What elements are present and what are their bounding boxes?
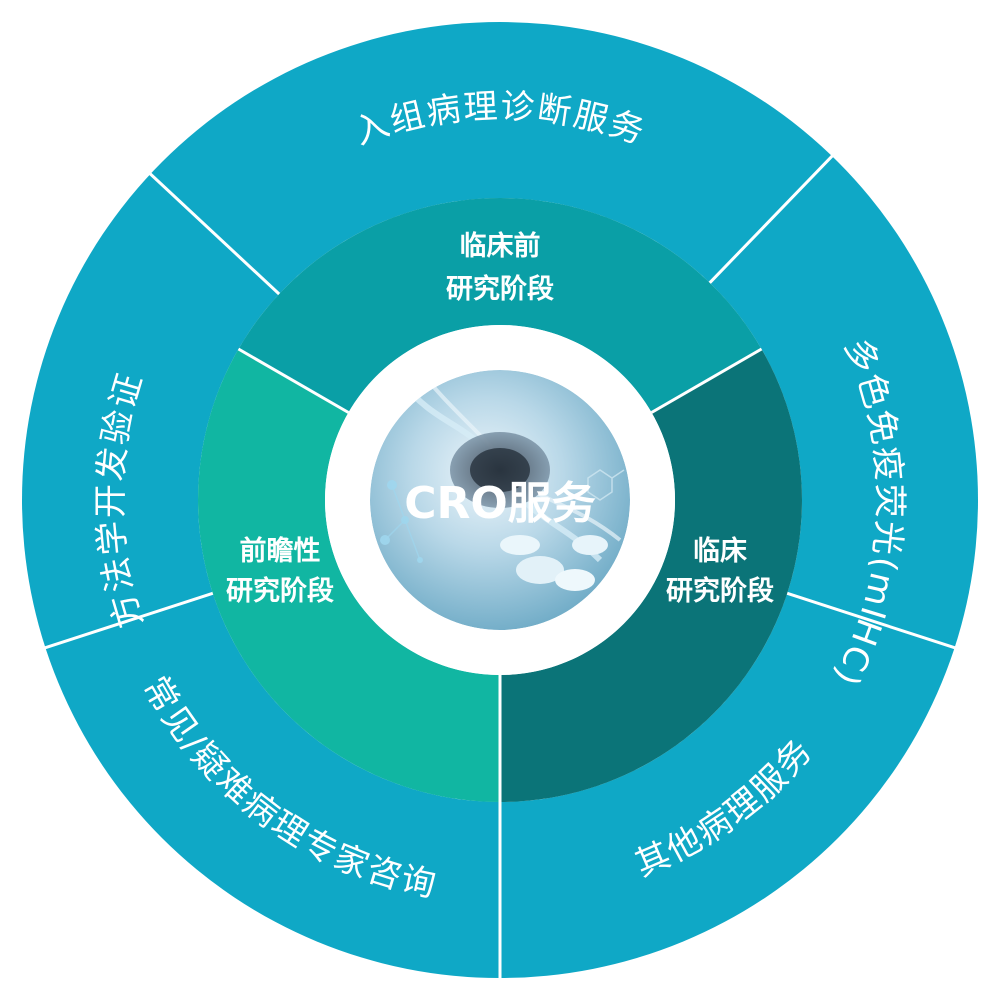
outer-divider-line: [707, 153, 835, 286]
segment-prospective-line2: 研究阶段: [226, 575, 334, 607]
molecule-icon: [587, 469, 625, 501]
center-title: CRO服务: [404, 478, 596, 529]
inner-ring: [197, 198, 802, 802]
pills-icon: [500, 535, 608, 591]
segment-preclinical-line1: 临床前: [460, 230, 541, 262]
inner-ring-dividers: [237, 347, 763, 802]
segment-prospective[interactable]: [197, 349, 500, 802]
segment-preclinical-line2: 研究阶段: [446, 273, 554, 305]
outer-divider-line: [43, 591, 216, 650]
segment-preclinical[interactable]: [238, 198, 762, 413]
segment-clinical-line1: 临床: [693, 535, 747, 567]
inner-divider-line: [237, 347, 350, 414]
center-hub: CRO服务: [325, 325, 675, 675]
outer-divider-line: [147, 171, 282, 297]
segment-prospective-line1: 前瞻性: [240, 535, 321, 567]
segment-clinical-line2: 研究阶段: [666, 575, 774, 607]
inner-ring-labels: 临床前 研究阶段 临床 研究阶段 前瞻性 研究阶段: [226, 230, 774, 607]
outer-divider-line: [784, 591, 957, 650]
segment-clinical[interactable]: [500, 349, 802, 802]
outer-ring-dividers: [43, 153, 957, 980]
center-image: [370, 370, 630, 630]
inner-divider-line: [650, 347, 763, 414]
